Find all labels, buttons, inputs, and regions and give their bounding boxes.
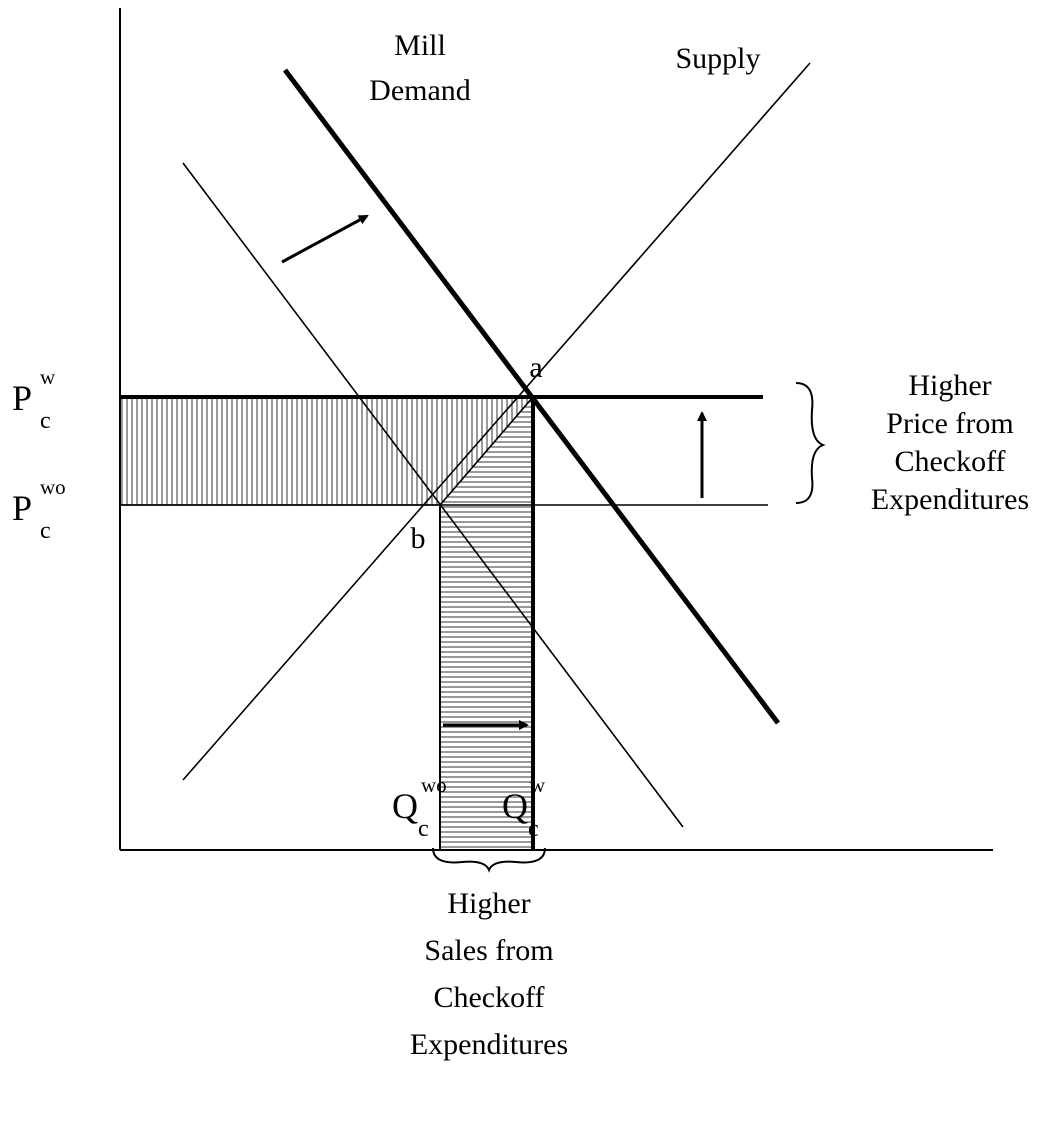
q-with-sup: w xyxy=(530,773,546,797)
sales-note-line4: Expenditures xyxy=(410,1028,568,1061)
demand-label-line2: Demand xyxy=(369,74,471,107)
point-b-label: b xyxy=(411,522,426,555)
demand-shift-arrow xyxy=(281,214,369,264)
q-without-label: Q xyxy=(392,786,418,826)
price-note-line2: Price from xyxy=(886,407,1013,440)
original-demand-curve xyxy=(182,162,684,828)
price-note-line4: Expenditures xyxy=(871,483,1029,516)
price-note-line1: Higher xyxy=(908,369,991,402)
price-brace xyxy=(795,382,826,504)
supply-label: Supply xyxy=(675,42,760,75)
q-without-sup: wo xyxy=(421,773,447,797)
sales-brace xyxy=(432,847,546,873)
point-a-label: a xyxy=(529,351,542,384)
p-without-label: P xyxy=(12,488,32,528)
demand-label-line1: Mill xyxy=(394,29,446,62)
q-with-label: Q xyxy=(502,786,528,826)
price-note-line3: Checkoff xyxy=(894,445,1005,478)
p-without-sub: c xyxy=(40,518,51,544)
sales-note-line2: Sales from xyxy=(424,934,553,967)
q-with-sub: c xyxy=(528,816,539,842)
p-without-sup: wo xyxy=(40,475,66,499)
p-with-sup: w xyxy=(40,365,56,389)
sales-note-line1: Higher xyxy=(447,887,530,920)
p-with-label: P xyxy=(12,378,32,418)
sales-note-line3: Checkoff xyxy=(433,981,544,1014)
supply-curve xyxy=(182,62,811,781)
q-without-sub: c xyxy=(418,816,429,842)
p-with-sub: c xyxy=(40,408,51,434)
